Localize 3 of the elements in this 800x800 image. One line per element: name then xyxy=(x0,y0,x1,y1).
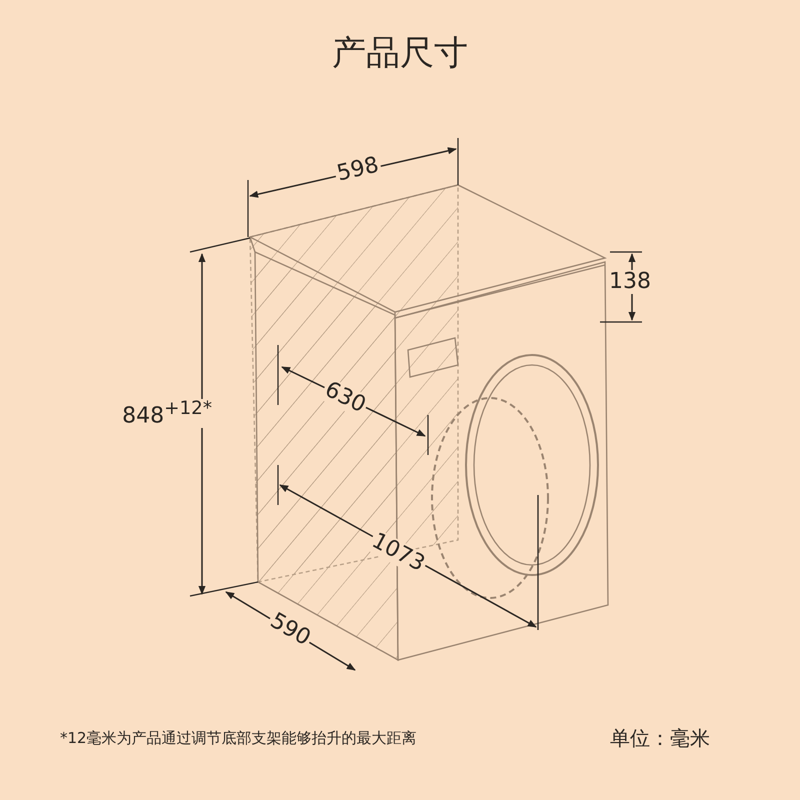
unit-note: 单位：毫米 xyxy=(610,728,710,748)
footnote: *12毫米为产品通过调节底部支架能够抬升的最大距离 xyxy=(60,730,417,746)
title: 产品尺寸 xyxy=(331,36,469,70)
